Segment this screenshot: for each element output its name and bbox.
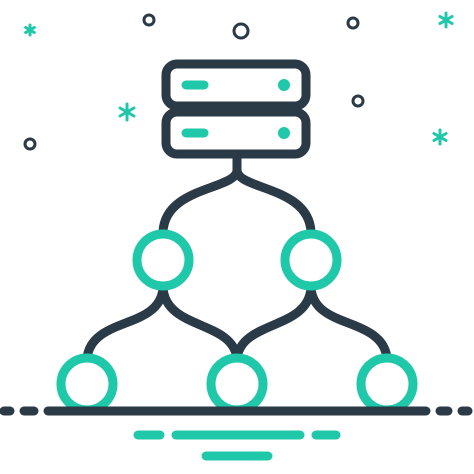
sparkle-icon (118, 102, 136, 122)
connector-line-icon (158, 153, 242, 237)
sparkle-icon (24, 23, 36, 37)
dot-icon (142, 13, 156, 27)
sparkle-ray (24, 26, 36, 34)
sparkle-icon (438, 11, 454, 29)
nodes-group (56, 229, 418, 415)
sparkle-ray (438, 15, 454, 25)
network-node-icon (132, 229, 194, 291)
server-unit-frame (161, 107, 311, 159)
connector-line-icon (158, 283, 242, 363)
decorations-group (23, 11, 454, 151)
server-status-light (278, 127, 290, 139)
dot-icon (232, 22, 250, 40)
dot-icon (346, 16, 360, 30)
server-icon (161, 59, 311, 159)
sparkle-icon (432, 128, 448, 146)
server-status-light (278, 79, 290, 91)
network-node-icon (56, 353, 118, 415)
sparkle-ray (432, 132, 448, 142)
server-rack-unit-icon (161, 59, 311, 111)
network-node-icon (206, 353, 268, 415)
connector-line-icon (306, 283, 392, 363)
connector-line-icon (82, 283, 168, 363)
server-rack-unit-icon (161, 107, 311, 159)
sparkle-ray (118, 106, 136, 118)
server-unit-frame (161, 59, 311, 111)
ground-line-icon (0, 406, 473, 461)
connectors-group (82, 153, 392, 363)
network-node-icon (280, 229, 342, 291)
network-node-icon (356, 353, 418, 415)
connector-line-icon (232, 153, 316, 237)
connector-line-icon (232, 283, 316, 363)
dot-icon (23, 137, 37, 151)
dot-icon (351, 94, 365, 108)
